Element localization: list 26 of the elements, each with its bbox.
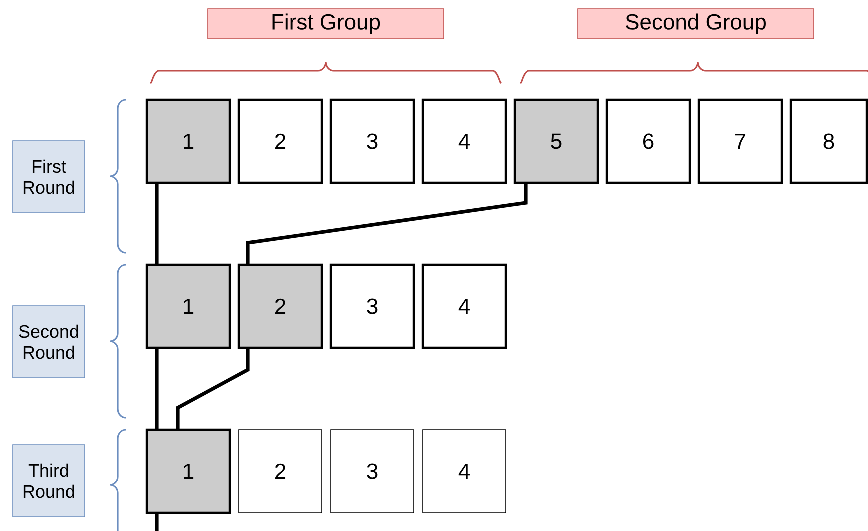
connector-line bbox=[176, 348, 250, 430]
number-cell: 6 bbox=[606, 98, 692, 184]
number-cell: 3 bbox=[330, 264, 416, 350]
number-cell: 1 bbox=[146, 264, 232, 350]
number-cell: 2 bbox=[238, 98, 324, 184]
connector-line bbox=[155, 513, 159, 531]
number-cell: 4 bbox=[422, 98, 508, 184]
number-cell: 1 bbox=[146, 98, 232, 184]
round-label: Third Round bbox=[12, 444, 86, 518]
number-cell: 8 bbox=[790, 98, 868, 184]
round-label: Second Round bbox=[12, 306, 86, 378]
number-cell: 7 bbox=[698, 98, 784, 184]
number-cell: 2 bbox=[238, 430, 322, 514]
number-cell: 4 bbox=[422, 264, 508, 350]
group-label: First Group bbox=[208, 8, 444, 40]
number-cell: 2 bbox=[238, 264, 324, 350]
connector-line bbox=[155, 183, 159, 265]
number-cell: 5 bbox=[514, 98, 600, 184]
round-label: First Round bbox=[12, 140, 86, 214]
group-label: Second Group bbox=[578, 8, 814, 40]
number-cell: 4 bbox=[422, 430, 506, 514]
number-cell: 1 bbox=[146, 428, 232, 514]
number-cell: 3 bbox=[330, 430, 414, 514]
connector-line bbox=[155, 348, 159, 430]
number-cell: 3 bbox=[330, 98, 416, 184]
connector-line bbox=[246, 183, 528, 265]
